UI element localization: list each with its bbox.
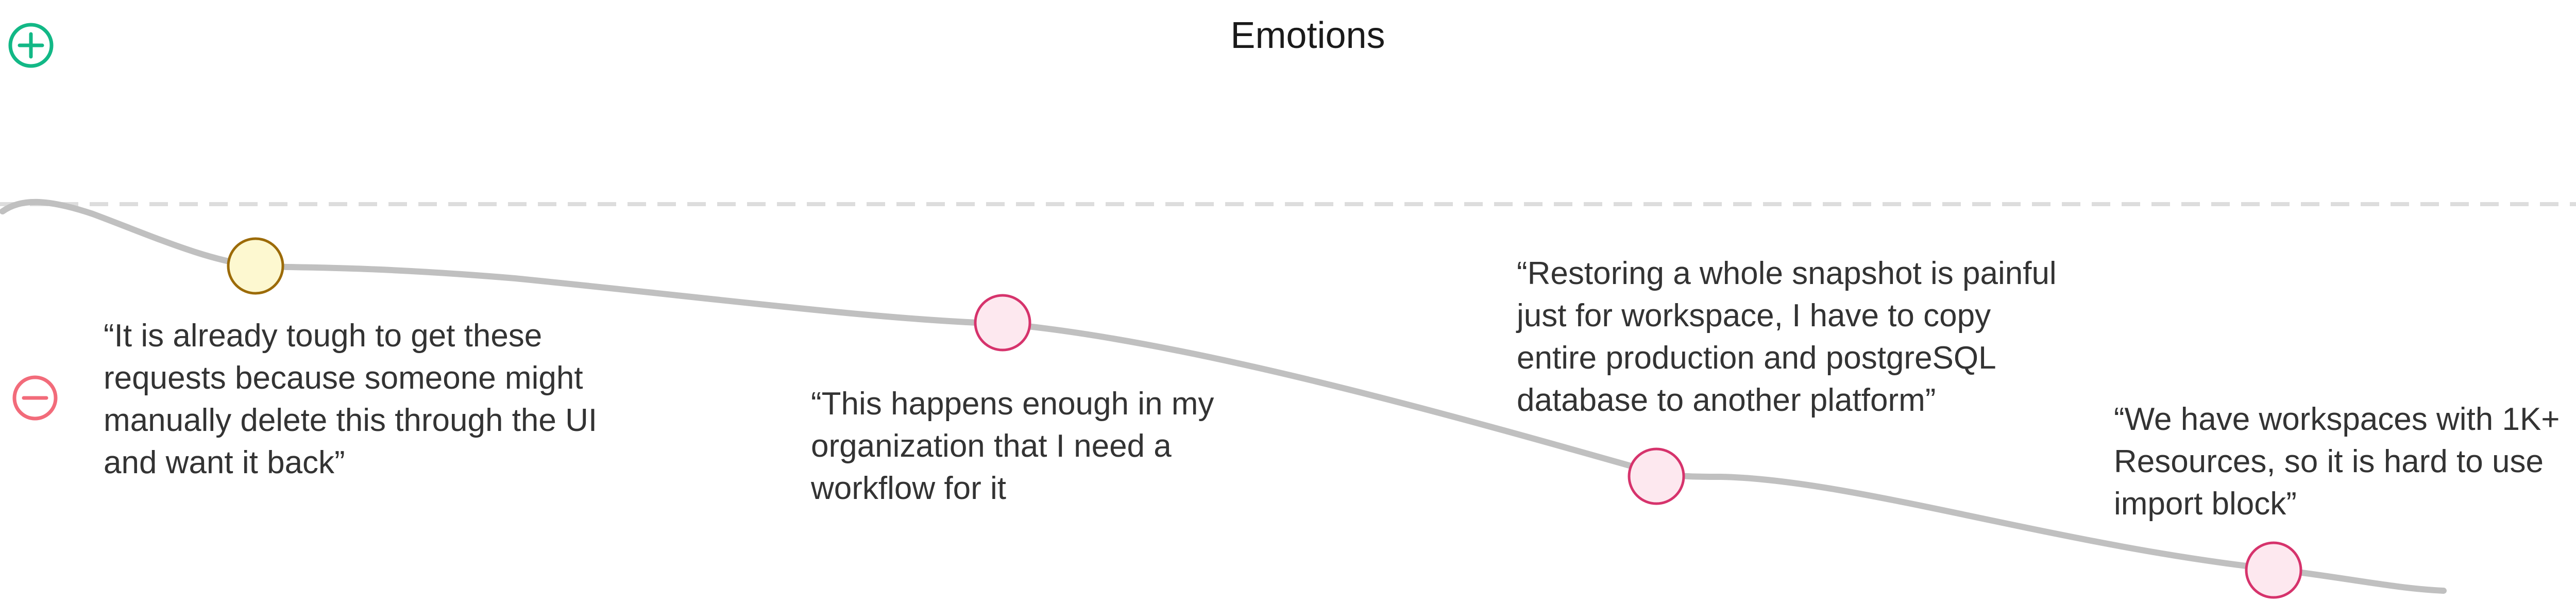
emotion-point-negative[interactable] <box>1628 447 1685 505</box>
emotion-point-negative[interactable] <box>974 294 1031 352</box>
plus-circle-icon <box>8 23 54 68</box>
quote-3: “Restoring a whole snapshot is painful j… <box>1517 256 2057 418</box>
minus-circle-icon <box>12 375 58 421</box>
quote-1: “It is already tough to get these reques… <box>104 318 598 480</box>
quote-2: “This happens enough in my organization … <box>811 386 1214 506</box>
emotion-point-negative[interactable] <box>2245 541 2302 599</box>
quote-4: “We have workspaces with 1K+ Resources, … <box>2114 402 2560 522</box>
diagram-title: Emotions <box>1230 15 1385 56</box>
emotion-point-neutral[interactable] <box>227 237 284 295</box>
